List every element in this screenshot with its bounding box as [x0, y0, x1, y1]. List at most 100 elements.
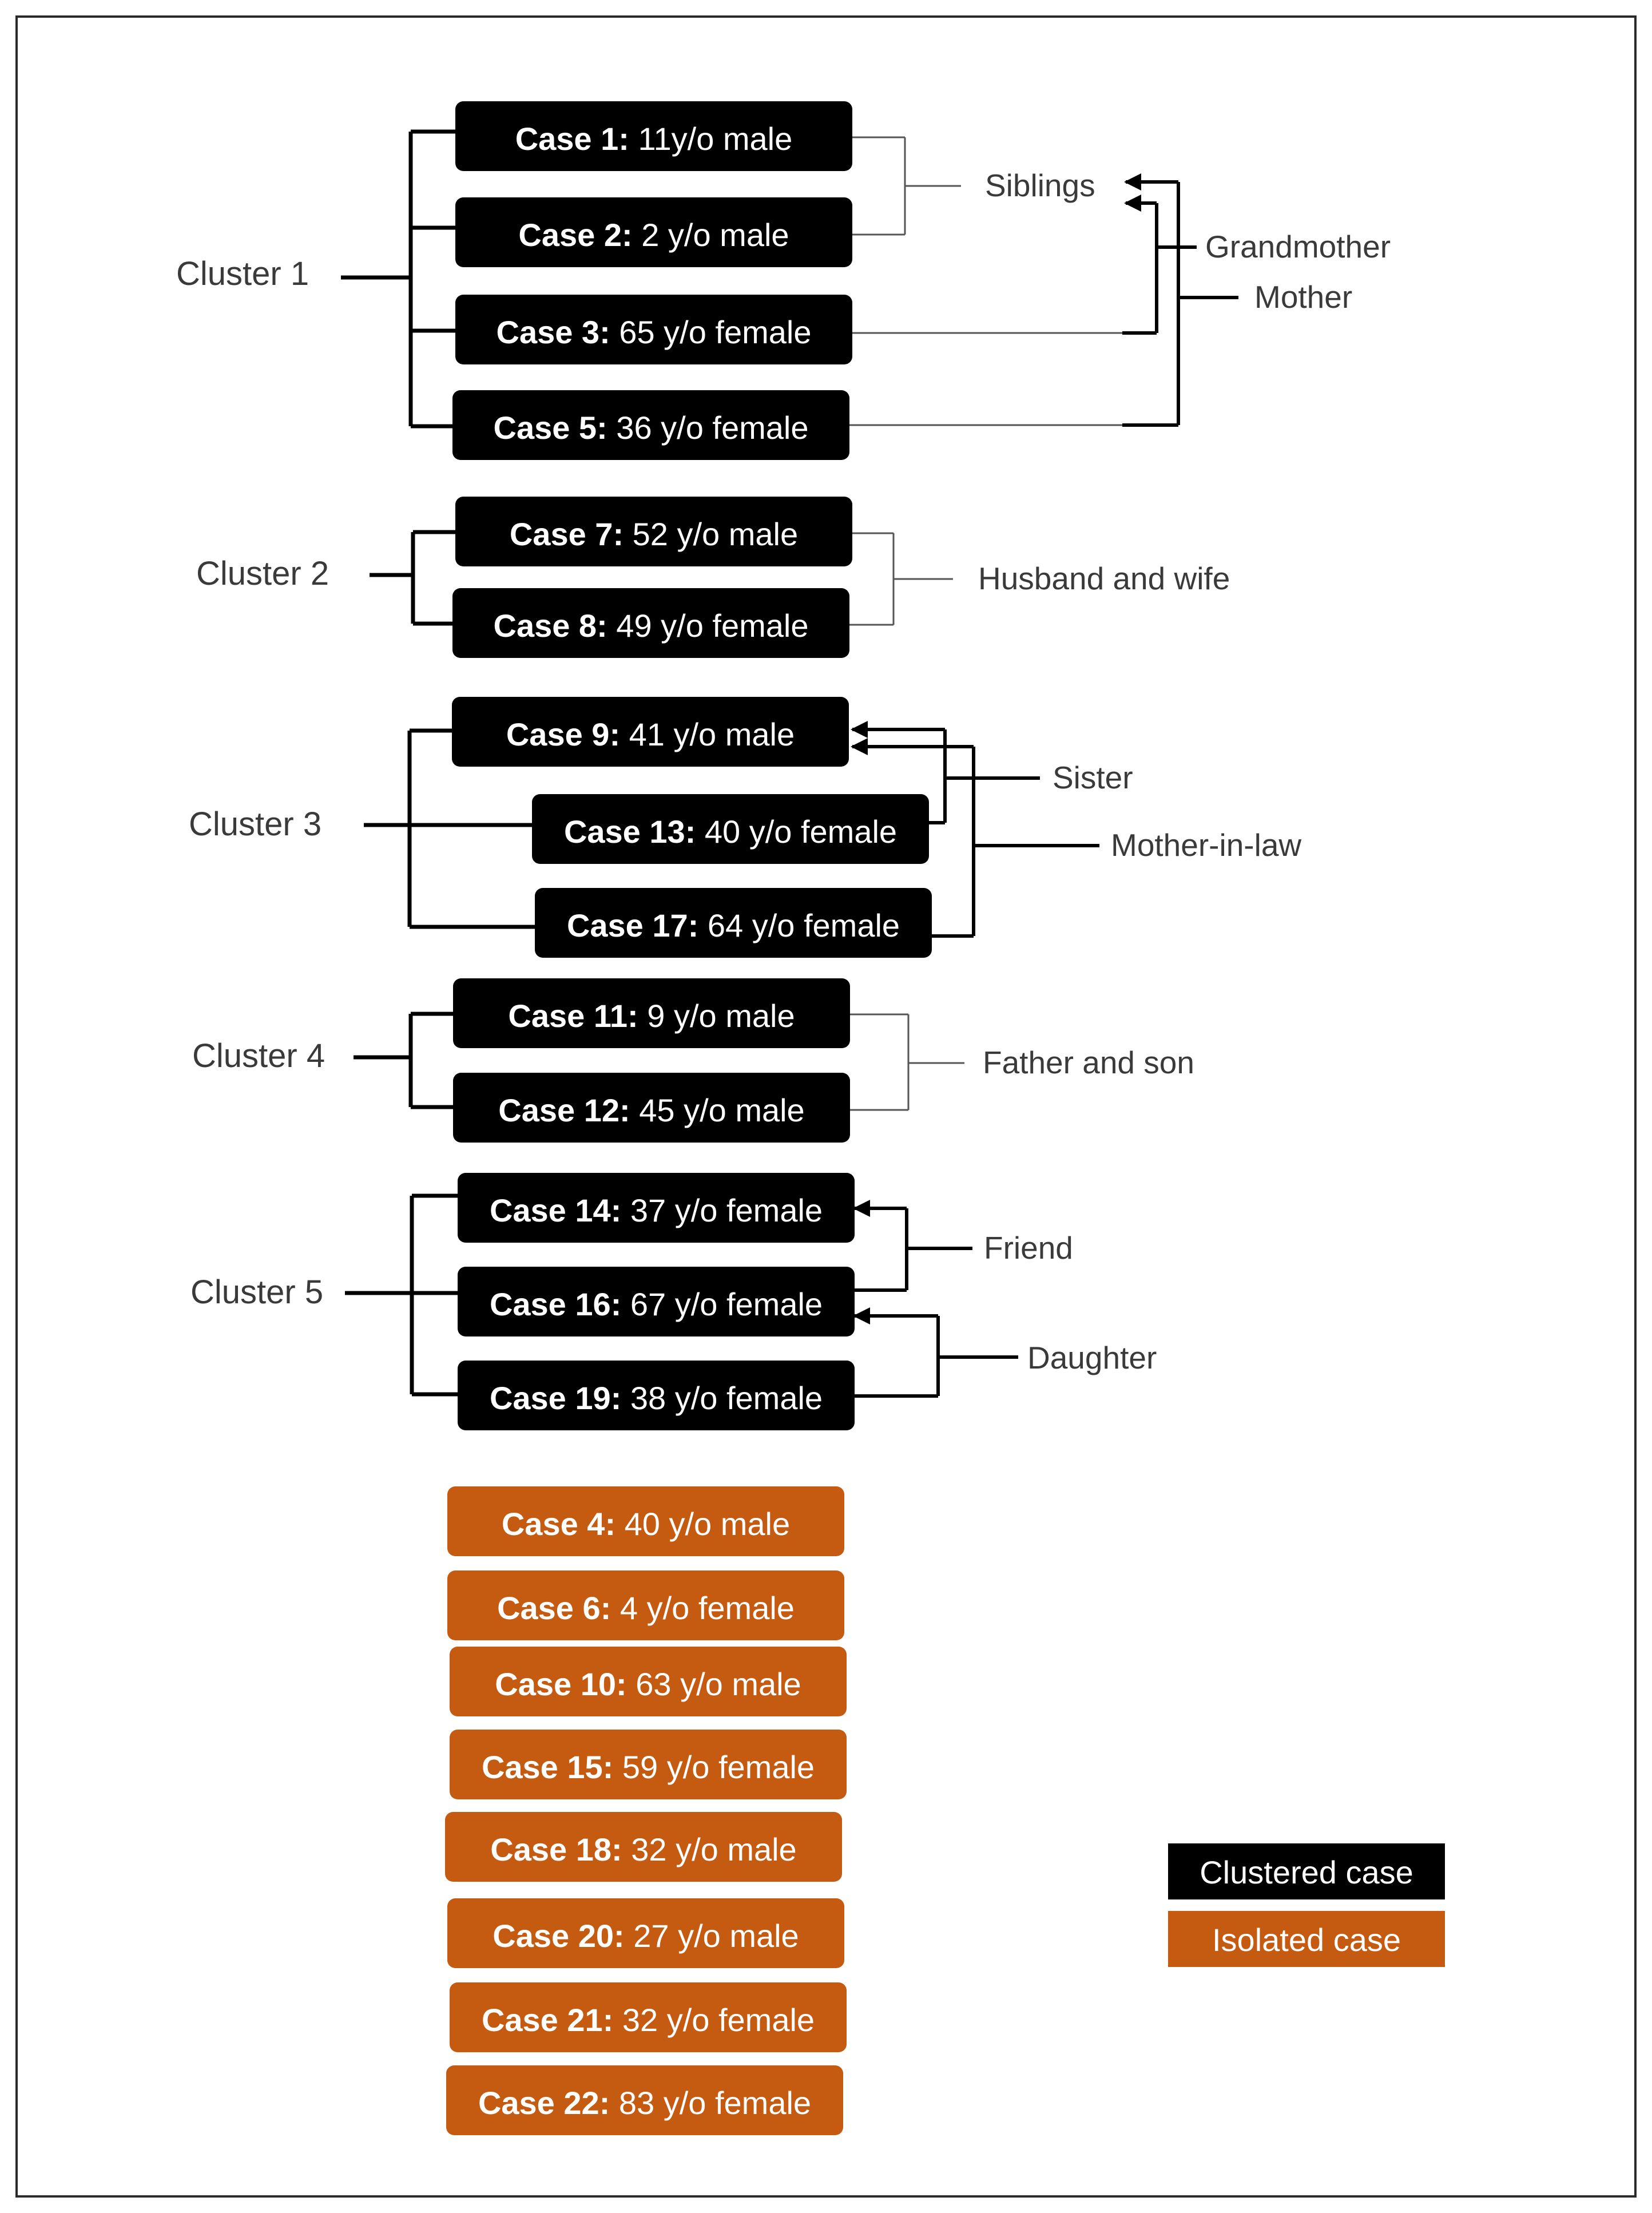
relation-label: Mother-in-law — [1111, 827, 1301, 863]
svg-text:Case 20: 27 y/o male: Case 20: 27 y/o male — [493, 1918, 799, 1954]
legend: Clustered case Isolated case — [1168, 1843, 1445, 1967]
cluster-bracket — [341, 129, 455, 429]
svg-text:Case 13: 40 y/o female: Case 13: 40 y/o female — [564, 814, 897, 850]
svg-text:Case 10: 63 y/o male: Case 10: 63 y/o male — [495, 1666, 801, 1702]
svg-text:Case 19: 38 y/o female: Case 19: 38 y/o female — [490, 1380, 823, 1416]
case-box: Case 12: 45 y/o male — [453, 1073, 850, 1143]
case-id: Case 4: — [502, 1506, 615, 1542]
case-id: Case 20: — [493, 1918, 624, 1954]
case-box: Case 10: 63 y/o male — [450, 1647, 847, 1716]
case-id: Case 18: — [490, 1831, 622, 1867]
case-desc: 52 y/o male — [624, 516, 798, 552]
case-box: Case 3: 65 y/o female — [455, 295, 852, 364]
relation-label: Mother — [1254, 279, 1352, 315]
case-id: Case 10: — [495, 1666, 626, 1702]
daughter-connector — [853, 1307, 1018, 1398]
case-id: Case 7: — [510, 516, 624, 552]
case-box: Case 5: 36 y/o female — [452, 390, 849, 460]
case-id: Case 14: — [490, 1192, 621, 1228]
case-desc: 63 y/o male — [627, 1666, 801, 1702]
case-desc: 32 y/o female — [613, 2002, 815, 2038]
svg-text:Case 3: 65 y/o female: Case 3: 65 y/o female — [497, 314, 812, 350]
case-desc: 32 y/o male — [622, 1831, 797, 1867]
svg-text:Case 22: 83 y/o female: Case 22: 83 y/o female — [478, 2085, 811, 2121]
case-desc: 49 y/o female — [607, 608, 809, 644]
case-box: Case 4: 40 y/o male — [447, 1486, 844, 1556]
sister-connector — [851, 721, 1040, 824]
case-box: Case 22: 83 y/o female — [446, 2065, 843, 2135]
case-desc: 11y/o male — [629, 121, 792, 157]
relation-label: Father and son — [983, 1045, 1194, 1080]
case-id: Case 9: — [506, 716, 620, 752]
svg-text:Case 14: 37 y/o female: Case 14: 37 y/o female — [490, 1192, 823, 1228]
legend-label: Clustered case — [1200, 1854, 1413, 1890]
relation-label: Siblings — [985, 168, 1095, 203]
svg-text:Case 18: 32 y/o male: Case 18: 32 y/o male — [490, 1831, 796, 1867]
cluster-label: Cluster 2 — [196, 555, 329, 592]
case-desc: 83 y/o female — [610, 2085, 811, 2121]
legend-item-isolated: Isolated case — [1168, 1911, 1445, 1967]
case-id: Case 19: — [490, 1380, 621, 1416]
svg-text:Case 8: 49 y/o female: Case 8: 49 y/o female — [494, 608, 809, 644]
svg-text:Case 5: 36 y/o female: Case 5: 36 y/o female — [494, 410, 809, 446]
relation-label: Husband and wife — [978, 561, 1230, 596]
cluster-bracket — [370, 530, 455, 626]
case-box: Case 19: 38 y/o female — [458, 1361, 855, 1430]
cluster-5: Cluster 5 Case 14: 37 y/o female Case 16… — [190, 1173, 1157, 1430]
case-desc: 67 y/o female — [621, 1286, 823, 1322]
case-box: Case 17: 64 y/o female — [535, 888, 932, 958]
case-desc: 36 y/o female — [607, 410, 809, 446]
relation-label: Sister — [1053, 760, 1133, 795]
mother-connector — [849, 173, 1238, 427]
case-desc: 38 y/o female — [621, 1380, 823, 1416]
case-box: Case 15: 59 y/o female — [450, 1730, 847, 1799]
case-desc: 4 y/o female — [611, 1590, 795, 1626]
cluster-4: Cluster 4 Case 11: 9 y/o male Case 12: 4… — [192, 978, 1194, 1143]
mother-in-law-connector — [851, 738, 1099, 938]
case-box: Case 2: 2 y/o male — [455, 197, 852, 267]
case-desc: 41 y/o male — [620, 716, 795, 752]
cluster-bracket — [345, 1193, 458, 1397]
cluster-bracket — [364, 728, 535, 929]
case-id: Case 1: — [515, 121, 629, 157]
cluster-bracket — [354, 1012, 453, 1109]
cluster-label: Cluster 5 — [190, 1274, 323, 1311]
case-desc: 37 y/o female — [621, 1192, 823, 1228]
case-id: Case 13: — [564, 814, 696, 850]
case-box: Case 11: 9 y/o male — [453, 978, 850, 1048]
case-box: Case 14: 37 y/o female — [458, 1173, 855, 1243]
svg-text:Case 15: 59 y/o female: Case 15: 59 y/o female — [482, 1749, 815, 1785]
case-id: Case 11: — [508, 998, 638, 1034]
svg-text:Case 17: 64 y/o female: Case 17: 64 y/o female — [567, 907, 900, 943]
case-id: Case 22: — [478, 2085, 610, 2121]
cluster-label: Cluster 3 — [189, 806, 321, 843]
svg-text:Case 9: 41 y/o male: Case 9: 41 y/o male — [506, 716, 795, 752]
case-desc: 64 y/o female — [698, 907, 900, 943]
svg-text:Case 7: 52 y/o male: Case 7: 52 y/o male — [510, 516, 798, 552]
svg-text:Case 21: 32 y/o female: Case 21: 32 y/o female — [482, 2002, 815, 2038]
case-id: Case 16: — [490, 1286, 621, 1322]
cluster-1: Cluster 1 Case 1: 11y/o male Case 2: 2 y… — [176, 101, 1391, 460]
svg-text:Case 2: 2 y/o male: Case 2: 2 y/o male — [518, 217, 789, 253]
father-son-connector — [850, 1013, 964, 1111]
legend-item-clustered: Clustered case — [1168, 1843, 1445, 1899]
case-desc: 27 y/o male — [625, 1918, 799, 1954]
case-id: Case 2: — [518, 217, 632, 253]
case-desc: 9 y/o male — [638, 998, 795, 1034]
legend-label: Isolated case — [1212, 1922, 1401, 1958]
case-desc: 40 y/o male — [615, 1506, 790, 1542]
case-id: Case 21: — [482, 2002, 613, 2038]
svg-text:Case 4: 40 y/o male: Case 4: 40 y/o male — [502, 1506, 790, 1542]
case-box: Case 18: 32 y/o male — [445, 1812, 842, 1882]
case-id: Case 12: — [498, 1092, 630, 1128]
svg-text:Case 1: 11y/o male: Case 1: 11y/o male — [515, 121, 793, 157]
siblings-connector — [852, 136, 961, 236]
case-desc: 65 y/o female — [610, 314, 812, 350]
case-box: Case 20: 27 y/o male — [447, 1898, 844, 1968]
relation-label: Friend — [984, 1230, 1073, 1266]
case-id: Case 8: — [494, 608, 607, 644]
cluster-label: Cluster 1 — [176, 255, 309, 292]
cluster-label: Cluster 4 — [192, 1037, 325, 1074]
cluster-2: Cluster 2 Case 7: 52 y/o male Case 8: 49… — [196, 497, 1230, 658]
